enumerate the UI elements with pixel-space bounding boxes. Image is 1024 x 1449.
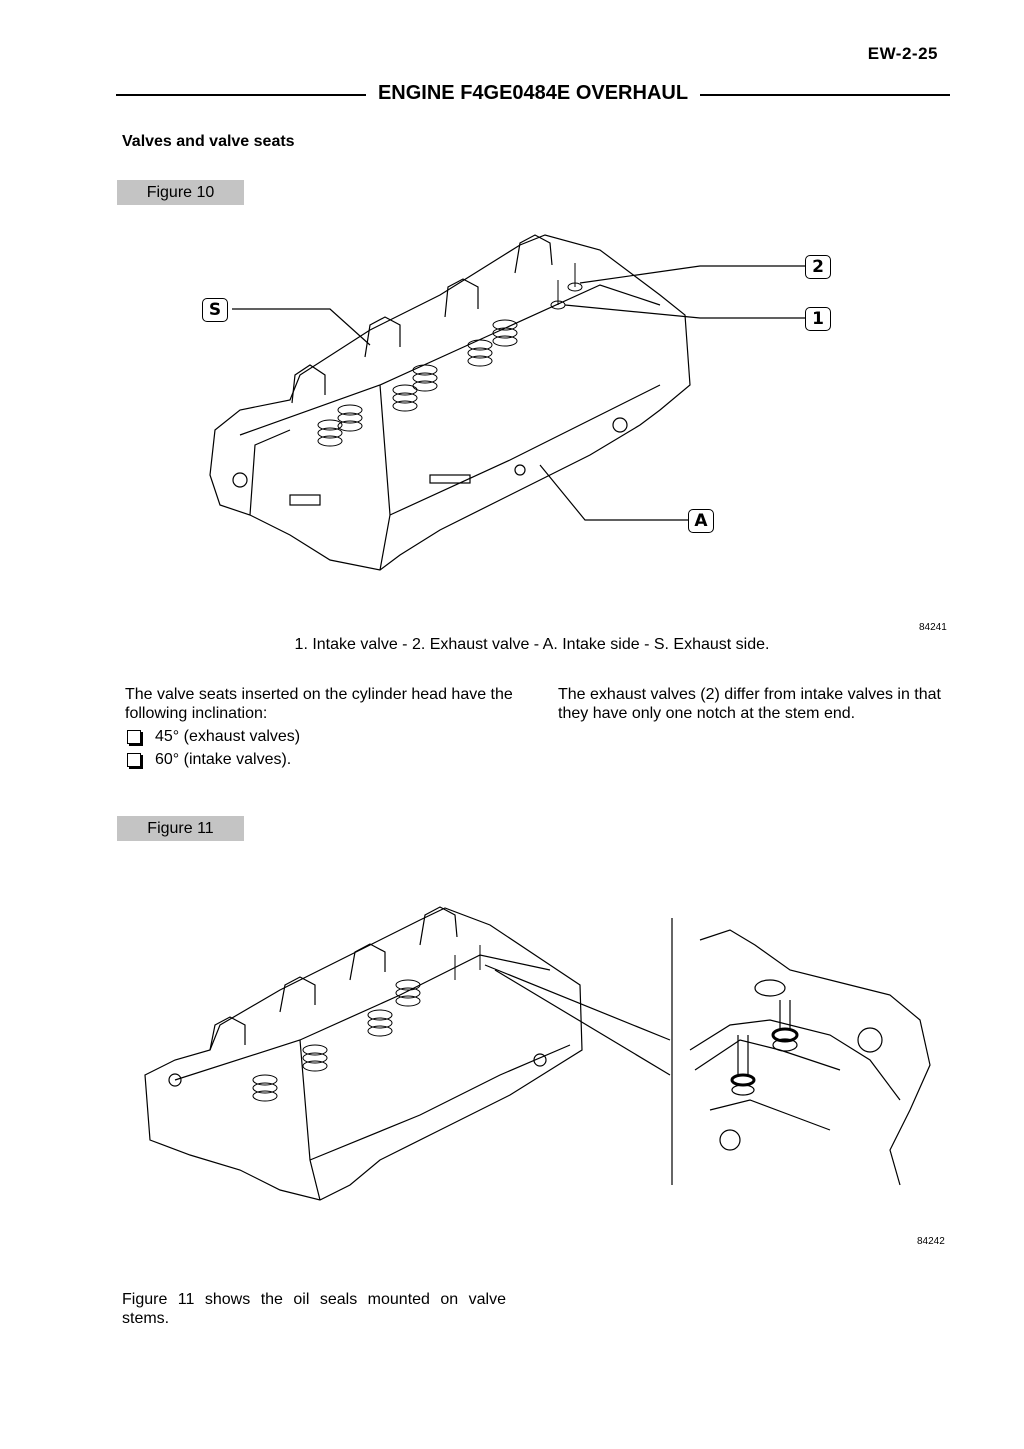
figure-10-illustration: 2 S 1 A — [180, 225, 860, 605]
callout-s: S — [202, 298, 228, 322]
figure-10-id: 84241 — [919, 622, 947, 633]
inclination-text: The valve seats inserted on the cylinder… — [125, 685, 525, 769]
section-heading: Valves and valve seats — [122, 133, 295, 150]
figure-10-caption: 1. Intake valve - 2. Exhaust valve - A. … — [294, 636, 770, 653]
callout-a: A — [688, 509, 714, 533]
callout-1: 1 — [805, 307, 831, 331]
list-item: 45° (exhaust valves) — [125, 727, 525, 746]
inclination-intro: The valve seats inserted on the cylinder… — [125, 686, 513, 722]
section-header: ENGINE F4GE0484E OVERHAUL — [116, 82, 950, 108]
bullet-text: 45° (exhaust valves) — [155, 728, 301, 745]
leader-line-s — [232, 308, 371, 346]
header-title: ENGINE F4GE0484E OVERHAUL — [369, 82, 697, 104]
exhaust-valves-text: The exhaust valves (2) differ from intak… — [558, 686, 941, 722]
callout-2: 2 — [805, 255, 831, 279]
figure-10-label: Figure 10 — [117, 180, 244, 205]
list-item: 60° (intake valves). — [125, 750, 525, 769]
leader-line-a — [539, 464, 688, 521]
header-rule-right — [700, 94, 950, 96]
leader-line-2 — [579, 265, 805, 284]
figure-11-illustration — [130, 900, 960, 1205]
figure-11-label: Figure 11 — [117, 816, 244, 841]
page-number: EW-2-25 — [867, 44, 938, 63]
header-rule-left — [116, 94, 366, 96]
bullet-text: 60° (intake valves). — [155, 751, 292, 768]
figure-11-note: Figure 11 shows the oil seals mounted on… — [122, 1291, 506, 1327]
figure-11-id: 84242 — [917, 1236, 945, 1247]
checkbox-bullet-icon — [127, 729, 141, 744]
leader-line-1 — [564, 304, 805, 319]
checkbox-bullet-icon — [127, 752, 141, 767]
